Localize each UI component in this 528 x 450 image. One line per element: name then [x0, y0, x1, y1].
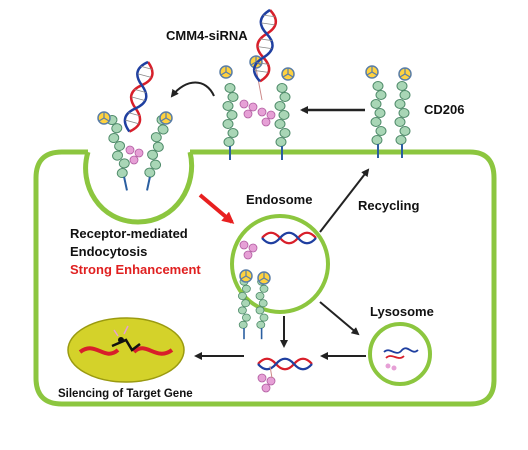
- bound-receptors: [219, 7, 295, 161]
- cd206-receptors: [365, 65, 412, 159]
- lysosome-label: Lysosome: [370, 304, 434, 319]
- strong-enhancement-label: Strong Enhancement: [70, 262, 201, 277]
- to-lysosome-arrow: [319, 301, 360, 336]
- lysosome-vesicle: [368, 322, 432, 386]
- uptake-curved-arrow: [170, 81, 215, 98]
- endosome-vesicle: [230, 214, 330, 314]
- released-sirna: [256, 357, 314, 393]
- recycling-arrow: [319, 168, 370, 233]
- cmm4-sirna-label: CMM4-siRNA: [166, 28, 248, 43]
- endocytosis-label: Endocytosis: [70, 244, 147, 259]
- nucleus: [67, 317, 185, 383]
- recycling-label: Recycling: [358, 198, 419, 213]
- lysosome-contents: [383, 347, 419, 371]
- cd206-label: CD206: [424, 102, 464, 117]
- silencing-label: Silencing of Target Gene: [58, 388, 193, 400]
- target-mrna-cleavage: [78, 325, 174, 356]
- endosome-label: Endosome: [246, 192, 312, 207]
- cell-membrane: [33, 149, 497, 407]
- invagination-receptors: [97, 58, 173, 194]
- enhancement-arrow: [198, 193, 235, 224]
- receptor-mediated-label: Receptor-mediated: [70, 226, 188, 241]
